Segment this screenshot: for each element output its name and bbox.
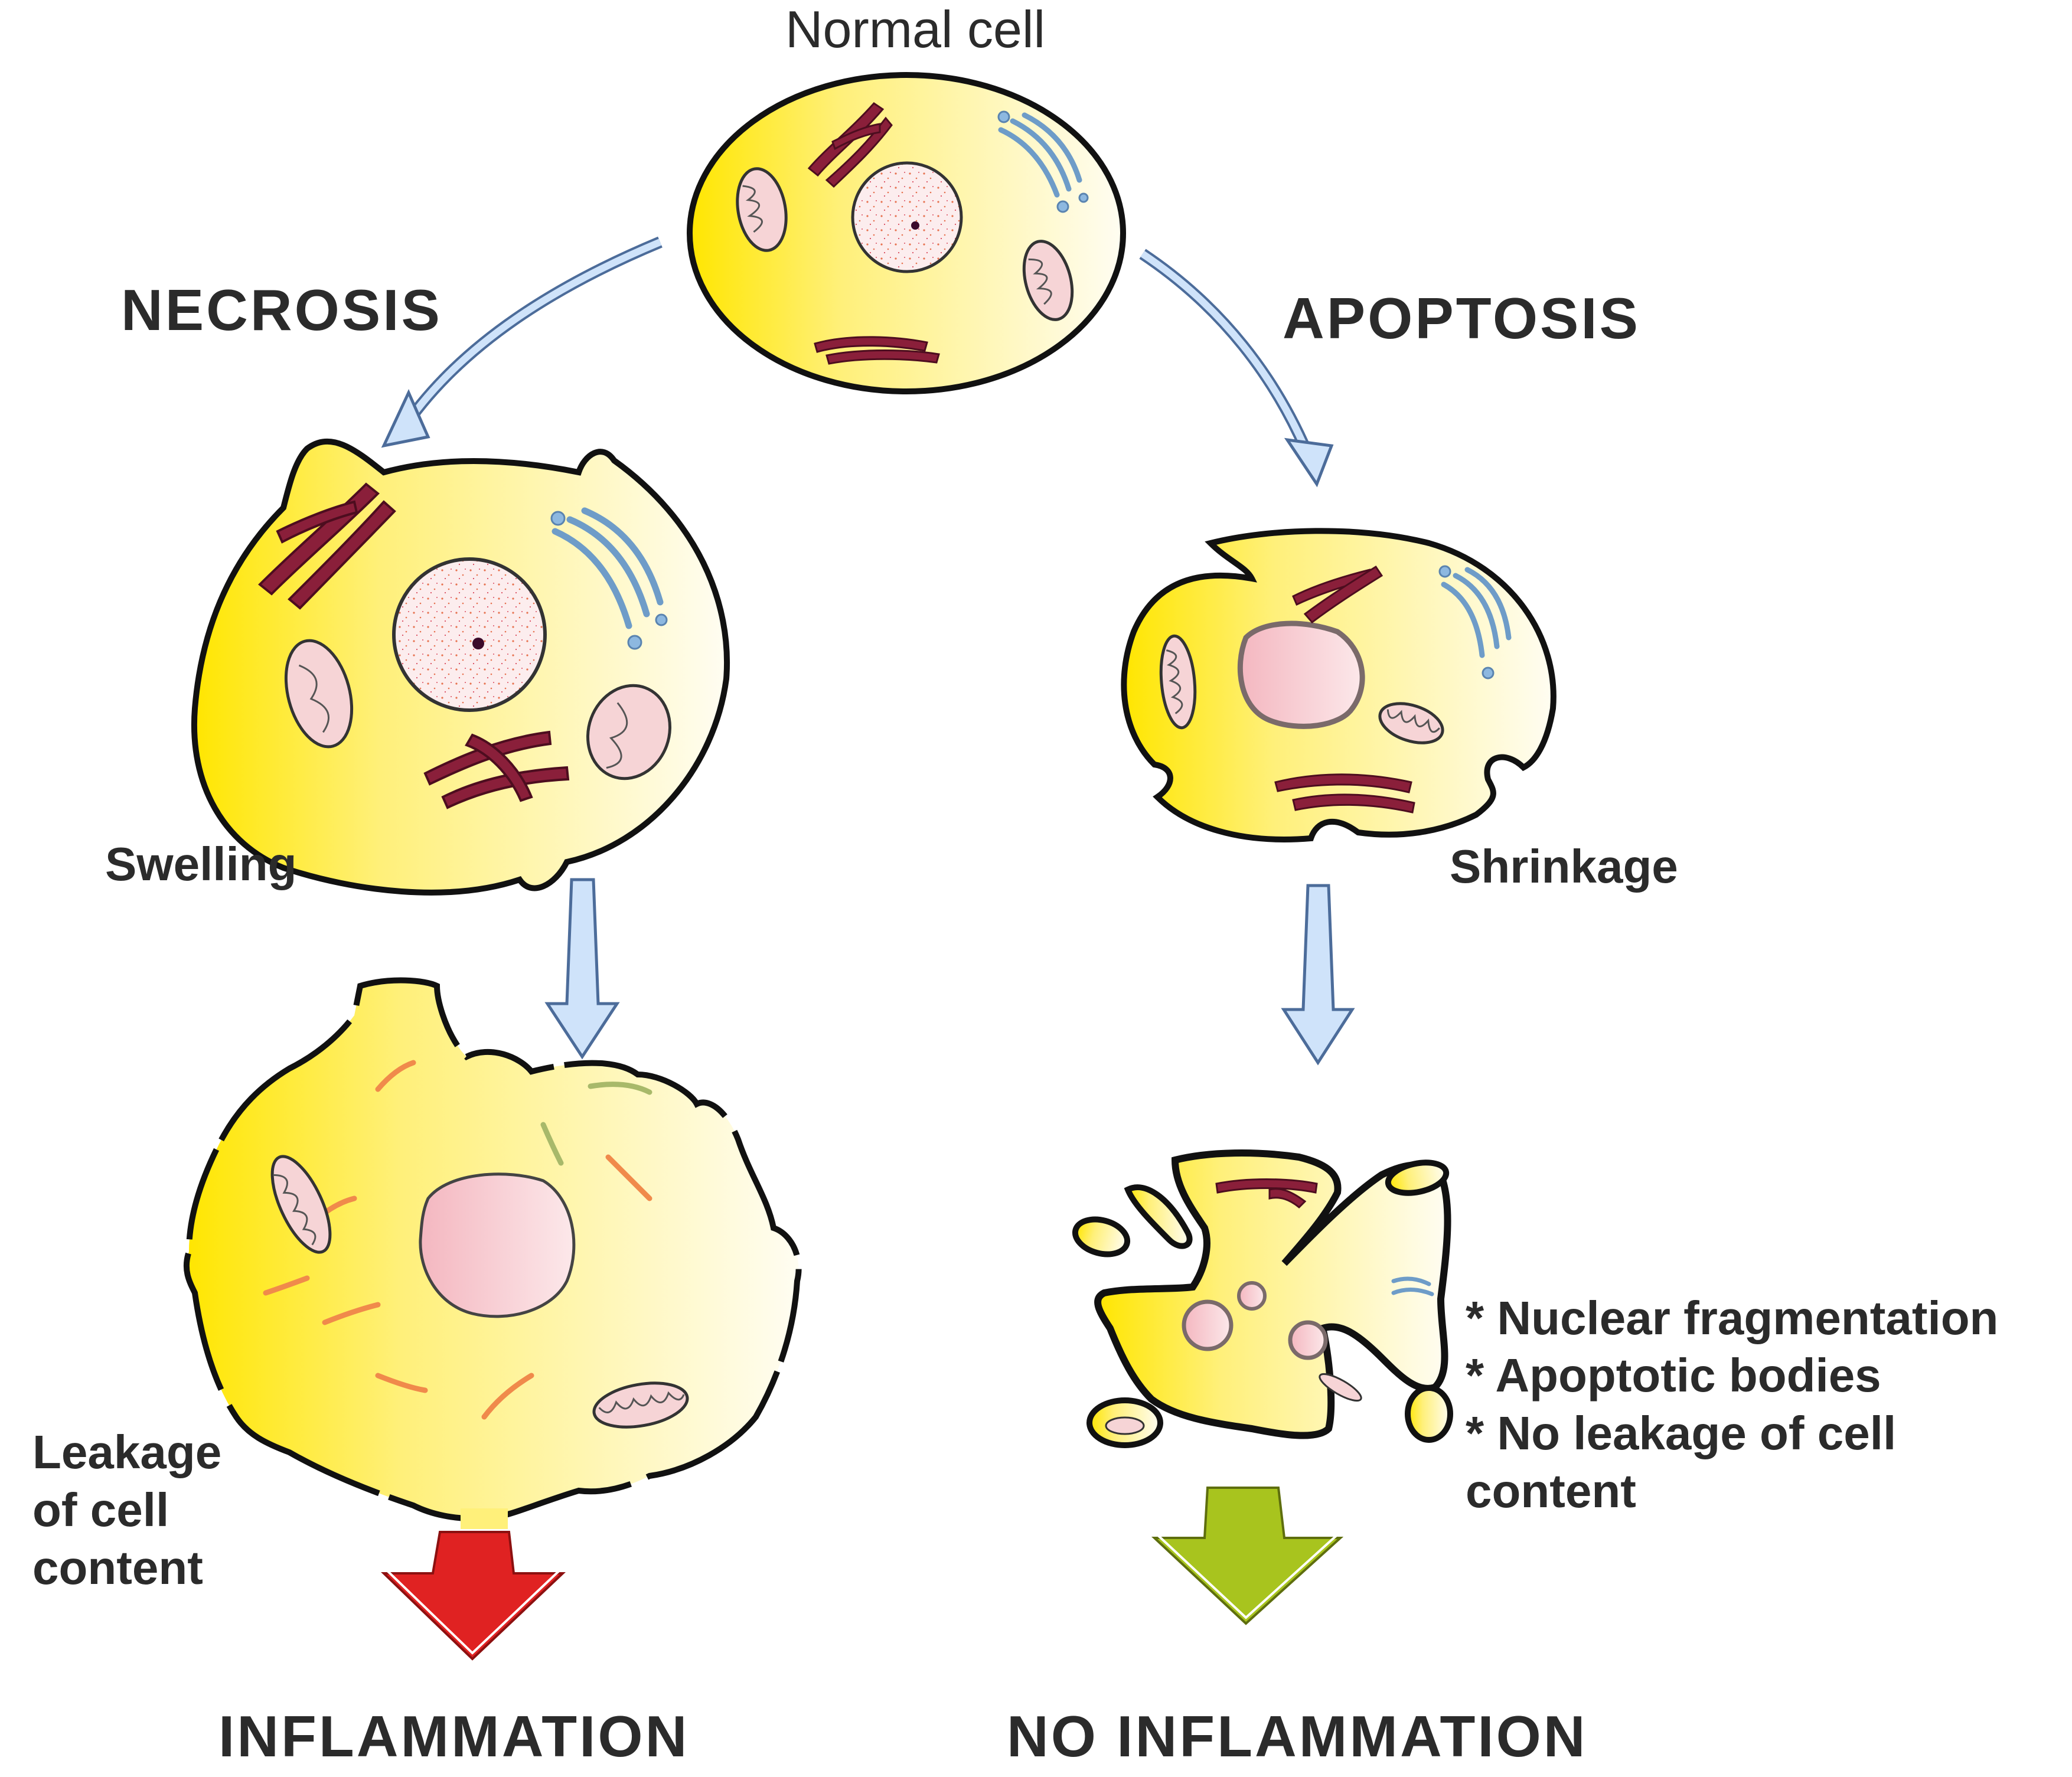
- swollen-er: [258, 482, 570, 809]
- normal-cell: [687, 72, 1126, 394]
- apoptosis-note-4: content: [1466, 1465, 1636, 1517]
- normal-er-top: [807, 102, 893, 188]
- shrunken-er: [1274, 565, 1415, 814]
- shrinkage-label: Shrinkage: [1450, 840, 1678, 893]
- swollen-cell: [191, 438, 730, 896]
- apoptosis-note-1: * Nuclear fragmentation: [1466, 1292, 1999, 1344]
- swelling-label: Swelling: [105, 838, 297, 890]
- leakage-label-line-2: of cell: [32, 1484, 169, 1536]
- nuclear-fragment-large: [1182, 1299, 1234, 1351]
- shrunken-nucleus: [1237, 620, 1365, 729]
- necrotic-cell: [183, 977, 802, 1529]
- normal-er-bottom: [814, 336, 940, 365]
- necrotic-er-fragments: [263, 1060, 652, 1420]
- shrunken-cell: [1121, 528, 1557, 842]
- apoptotic-bodies: [1072, 1149, 1453, 1448]
- normal-mitochondrion-left: [736, 167, 788, 252]
- normal-nucleus: [851, 161, 963, 273]
- leakage-label-line-3: content: [32, 1541, 203, 1594]
- necrotic-mitochondrion-left: [270, 1155, 332, 1254]
- normal-golgi: [998, 112, 1082, 198]
- apoptosis-down-arrow: [1281, 884, 1355, 1066]
- necrotic-mitochondrion-right: [592, 1381, 689, 1429]
- nuclear-fragment-mid: [1288, 1320, 1328, 1360]
- no-inflammation-label: NO INFLAMMATION: [1007, 1704, 1588, 1769]
- inflammation-label: INFLAMMATION: [218, 1704, 690, 1769]
- necrosis-flow-arrow: [381, 236, 663, 448]
- apoptosis-label: APOPTOSIS: [1283, 286, 1641, 351]
- apoptosis-note-2: * Apoptotic bodies: [1466, 1349, 1881, 1402]
- swollen-mitochondrion-left: [284, 639, 354, 749]
- normal-cell-label: Normal cell: [785, 0, 1046, 58]
- swollen-nucleus: [392, 557, 547, 712]
- no-inflammation-arrow: [1151, 1487, 1344, 1625]
- necrosis-label: NECROSIS: [121, 277, 442, 342]
- apoptosis-note-3: * No leakage of cell: [1466, 1407, 1897, 1459]
- nuclear-fragment-small: [1237, 1281, 1267, 1311]
- normal-mitochondrion-right: [1022, 240, 1074, 321]
- shrunken-mitochondrion-left: [1159, 634, 1197, 730]
- inflammation-arrow: [381, 1531, 566, 1661]
- apoptosis-flow-arrow: [1139, 249, 1334, 488]
- necrotic-nucleus: [419, 1172, 576, 1318]
- necrosis-down-arrow: [544, 878, 620, 1060]
- swollen-mitochondrion-right: [586, 684, 672, 780]
- swollen-golgi: [552, 507, 664, 629]
- shrunken-golgi: [1441, 567, 1512, 658]
- shrunken-mitochondrion-right: [1378, 702, 1444, 744]
- leakage-label-line-1: Leakage: [32, 1426, 222, 1478]
